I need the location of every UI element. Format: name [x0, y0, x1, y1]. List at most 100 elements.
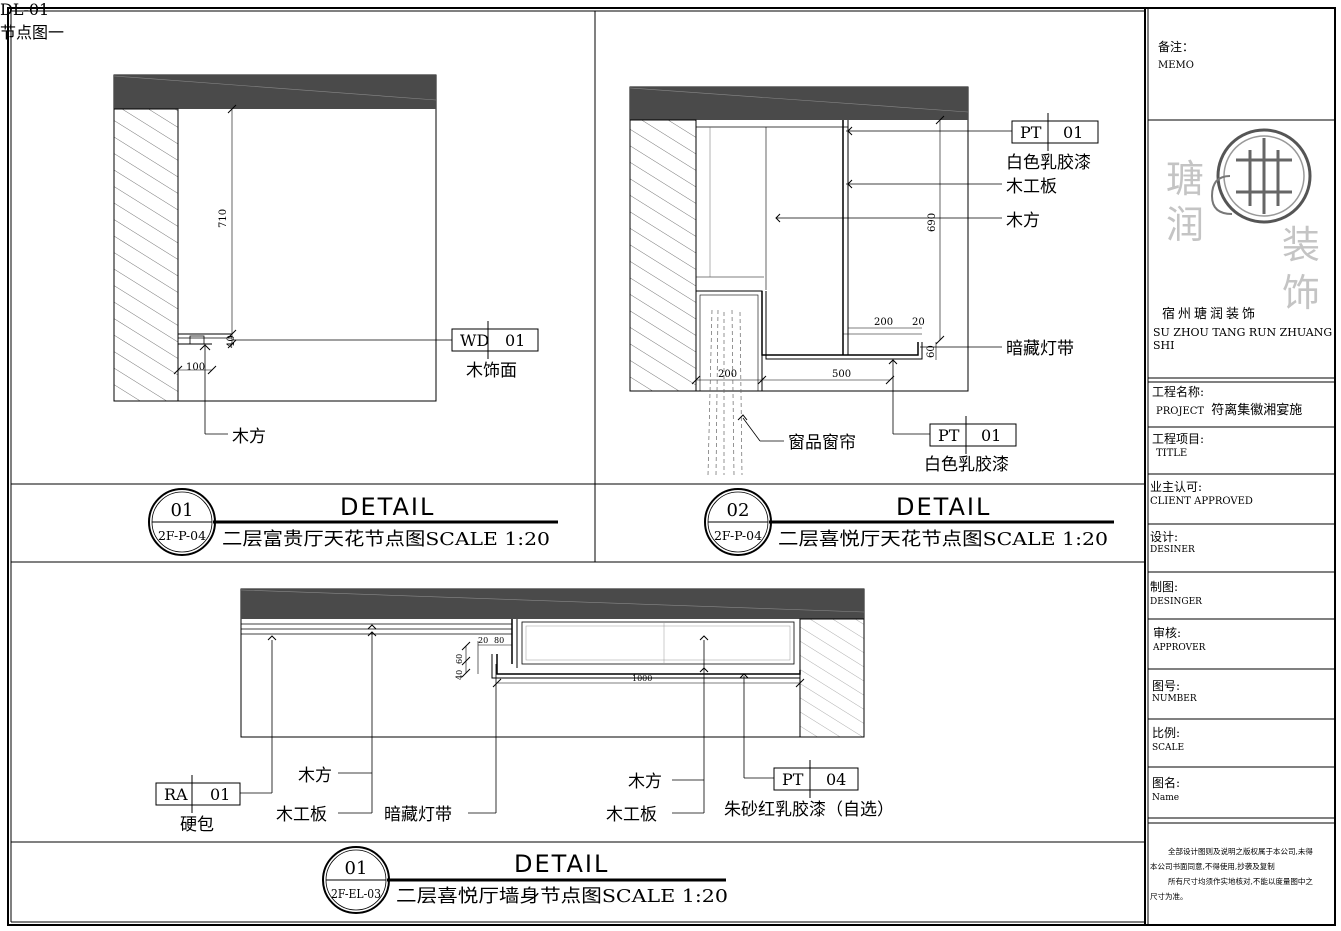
detail-2-heading: DETAIL: [896, 493, 991, 521]
svg-text:01: 01: [505, 331, 525, 350]
number-value: DL-01: [0, 0, 50, 19]
memo-en: MEMO: [1158, 60, 1194, 71]
designer-row: 设计: DESINER: [1150, 530, 1338, 556]
scale-row: 比例: SCALE: [1152, 726, 1340, 754]
company-name-en: SU ZHOU TANG RUN ZHUANG SHI: [1153, 326, 1341, 352]
note-line-1: 全部设计图则及说明之版权属于本公司,未得: [1168, 847, 1313, 856]
tag-ra-01-desc: 硬包: [180, 815, 214, 835]
svg-text:WD: WD: [460, 331, 489, 350]
tag-pt-01-top-desc: 白色乳胶漆: [1006, 153, 1091, 173]
detail-3-dim-20: 20: [478, 636, 488, 645]
note-line-2: 本公司书面同意,不得使用,抄袭及复制: [1150, 862, 1275, 871]
logo-char-1: 瑭: [1166, 157, 1205, 201]
svg-text:PT: PT: [938, 426, 960, 445]
detail-2-label-hidden-light: 暗藏灯带: [1006, 339, 1074, 359]
detail-2-dim-500: 500: [832, 369, 851, 380]
drafter-row: 制图: DESINGER: [1150, 580, 1338, 608]
drawing-name-row: 图名: Name: [1152, 776, 1340, 804]
drawing-name-label: 图名:: [1152, 776, 1181, 790]
client-row: 业主认可: CLIENT APPROVED: [1150, 480, 1338, 508]
logo-char-3: 装: [1282, 223, 1321, 267]
title-en: TITLE: [1156, 448, 1188, 459]
tag-ra-01: RA 01: [155, 775, 241, 813]
detail-2-dim-200b: 200: [718, 369, 737, 380]
detail-1-dim-small: 40: [226, 335, 237, 348]
project-value: 符离集徽湘宴施: [1211, 403, 1303, 418]
approver-en: APPROVER: [1153, 643, 1206, 653]
detail-2-dim-200a: 200: [874, 317, 893, 328]
outer-frame: [7, 7, 1336, 926]
detail-2-number: 02: [727, 500, 750, 521]
detail-3-title: 二层喜悦厅墙身节点图SCALE 1:20: [396, 886, 728, 907]
detail-3-number: 01: [345, 858, 368, 879]
project-label: 工程名称:: [1152, 385, 1205, 399]
memo-block: 备注： MEMO: [1158, 40, 1341, 72]
note-line-4: 尺寸为准。: [1150, 892, 1188, 901]
svg-text:01: 01: [210, 785, 230, 804]
memo-label: 备注：: [1158, 40, 1195, 54]
designer-en: DESINER: [1150, 545, 1195, 555]
detail-1-title: 二层富贵厅天花节点图SCALE 1:20: [222, 529, 550, 550]
number-en: NUMBER: [1152, 694, 1197, 704]
tag-wd-01-desc: 木饰面: [466, 361, 517, 381]
detail-3-label-wood-batten-b: 木方: [628, 772, 662, 792]
tag-pt-04: PT 04: [773, 760, 859, 798]
client-label: 业主认可:: [1150, 480, 1203, 494]
detail-3-ref: 2F-EL-03: [331, 887, 381, 901]
tag-pt-01-top: PT 01: [1011, 113, 1099, 151]
detail-2-dim-20: 20: [912, 317, 925, 328]
detail-3-dim-40: 40: [455, 670, 464, 680]
detail-3-dim-60: 60: [455, 654, 464, 664]
scale-label: 比例:: [1152, 726, 1181, 740]
title-label: 工程项目:: [1152, 432, 1205, 446]
detail-2-label-curtain: 窗品窗帘: [788, 433, 856, 453]
scale-en: SCALE: [1152, 743, 1185, 753]
svg-text:PT: PT: [1020, 123, 1042, 142]
detail-3-dim-1000: 1000: [632, 674, 652, 683]
detail-1-number: 01: [171, 500, 194, 521]
detail-1-dim-height: 710: [218, 209, 229, 228]
detail-3-heading: DETAIL: [514, 850, 609, 878]
approver-label: 审核:: [1153, 626, 1182, 640]
detail-2-ref: 2F-P-04: [714, 529, 762, 543]
logo-char-4: 饰: [1282, 271, 1321, 315]
drafter-label: 制图:: [1150, 580, 1179, 594]
detail-3-drawing: [240, 588, 865, 814]
detail-1-title-block: 01 2F-P-04 DETAIL 二层富贵厅天花节点图SCALE 1:20: [148, 488, 558, 556]
drawing-name-en: Name: [1152, 793, 1180, 803]
detail-2-title: 二层喜悦厅天花节点图SCALE 1:20: [778, 529, 1108, 550]
title-block-grid: [1148, 119, 1335, 824]
tag-pt-04-desc: 朱砂红乳胶漆（自选）: [724, 800, 894, 820]
tag-pt-01-bottom-desc: 白色乳胶漆: [924, 455, 1009, 475]
detail-1-label-wood-batten: 木方: [232, 427, 266, 447]
number-label: 图号:: [1152, 679, 1181, 693]
project-row: 工程名称: PROJECT 符离集徽湘宴施: [1152, 385, 1340, 418]
client-en: CLIENT APPROVED: [1150, 496, 1253, 507]
svg-text:PT: PT: [782, 770, 804, 789]
svg-text:04: 04: [826, 770, 846, 789]
detail-2-label-wood-batten: 木方: [1006, 211, 1040, 231]
copyright-notes: 全部设计图则及说明之版权属于本公司,未得 本公司书面同意,不得使用,抄袭及复制 …: [1150, 844, 1334, 904]
detail-2-dim-height: 690: [927, 213, 938, 232]
designer-label: 设计:: [1150, 530, 1179, 544]
approver-row: 审核: APPROVER: [1153, 626, 1341, 654]
company-logo: [1210, 128, 1312, 224]
company-name-cn: 宿州瑭润装饰: [1162, 307, 1259, 322]
company-name-en-line1: SU ZHOU TANG RUN ZHUANG: [1153, 326, 1333, 339]
detail-1-drawing: [113, 74, 452, 435]
detail-1-ref: 2F-P-04: [158, 529, 206, 543]
drawing-name-value: 节点图一: [0, 23, 65, 42]
detail-1-heading: DETAIL: [340, 493, 435, 521]
detail-3-label-wood-batten-a: 木方: [298, 766, 332, 786]
number-row: 图号: NUMBER: [1152, 679, 1340, 705]
svg-text:01: 01: [981, 426, 1001, 445]
detail-2-label-plywood: 木工板: [1006, 177, 1057, 197]
logo-char-2: 润: [1166, 203, 1205, 247]
detail-1-dim-width: 100: [186, 362, 205, 373]
svg-text:RA: RA: [164, 785, 188, 804]
tag-pt-01-bottom: PT 01: [929, 416, 1017, 454]
project-en: PROJECT: [1156, 406, 1205, 417]
tag-wd-01: WD 01: [451, 321, 539, 359]
detail-2-title-block: 02 2F-P-04 DETAIL 二层喜悦厅天花节点图SCALE 1:20: [704, 488, 1114, 556]
